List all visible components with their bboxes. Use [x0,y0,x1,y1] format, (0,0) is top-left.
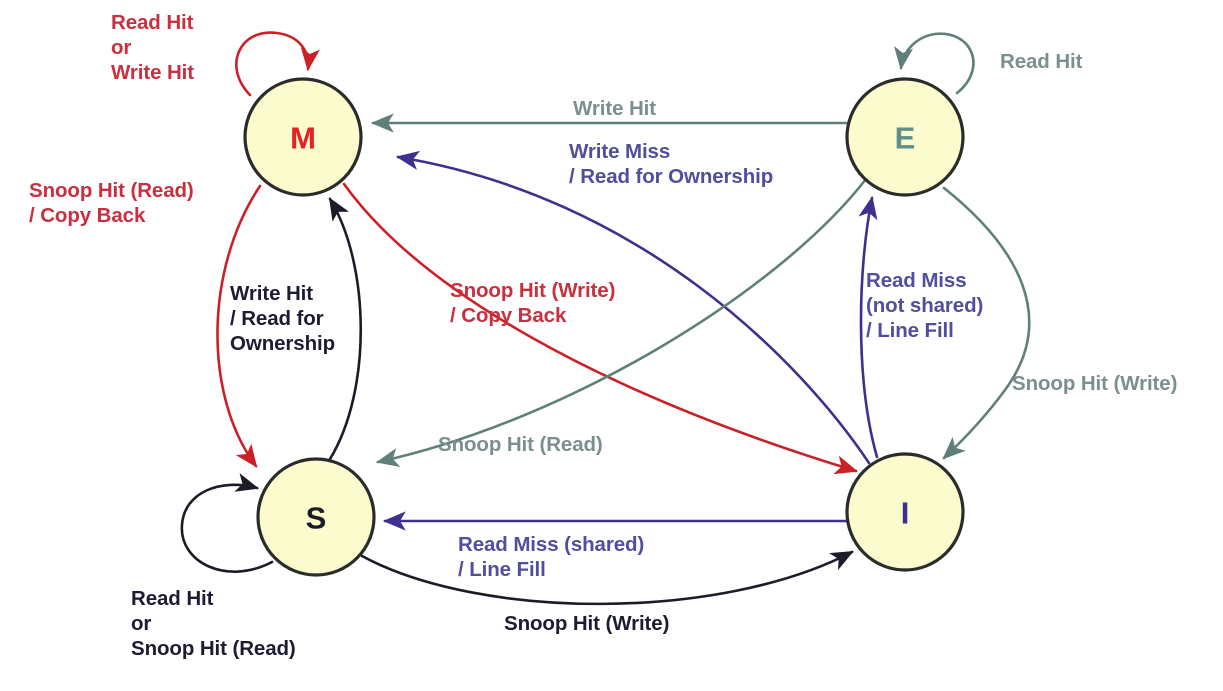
edge-s-to-m [328,197,362,461]
node-m[interactable]: M [243,77,363,197]
label-s-self-loop: Read Hit or Snoop Hit (Read) [131,587,296,660]
node-i-circle[interactable] [845,452,965,572]
label-write-hit-read-for-ownership: Write Hit / Read for Ownership [230,282,336,355]
label-write-hit-e-to-m: Write Hit [573,97,657,120]
label-write-miss-read-for-ownership: Write Miss / Read for Ownership [569,140,774,188]
node-e-circle[interactable] [845,77,965,197]
node-m-label: M [290,121,316,156]
edge-e-to-i [942,186,1031,460]
node-i-label: I [901,496,910,531]
label-snoop-hit-write-s-to-i: Snoop Hit (Write) [504,612,670,635]
edge-i-to-e [858,195,879,459]
edge-m-self-loop [235,31,320,97]
edge-e-self-loop [894,32,975,95]
node-s[interactable]: S [256,457,376,577]
label-snoop-hit-read-copy-back: Snoop Hit (Read) / Copy Back [29,179,194,227]
edge-m-to-s [216,184,262,468]
label-m-self-loop: Read Hit or Write Hit [111,11,195,84]
label-snoop-hit-read-e-to-s: Snoop Hit (Read) [438,433,603,456]
node-i[interactable]: I [845,452,965,572]
label-snoop-hit-write-copy-back: Snoop Hit (Write) / Copy Back [450,279,616,327]
node-e-label: E [895,121,916,156]
edge-s-self-loop [180,473,274,573]
label-read-miss-shared-line-fill: Read Miss (shared) / Line Fill [458,533,645,581]
edge-i-to-m [395,150,871,465]
label-e-self-loop: Read Hit [1000,50,1083,73]
label-read-miss-not-shared-line-fill: Read Miss (not shared) / Line Fill [866,269,984,342]
node-e[interactable]: E [845,77,965,197]
edge-s-to-i [360,550,854,606]
label-snoop-hit-write-e-to-i: Snoop Hit (Write) [1012,372,1178,395]
edge-e-to-s [375,177,868,467]
node-s-label: S [306,501,327,536]
node-m-circle[interactable] [243,77,363,197]
node-s-circle[interactable] [256,457,376,577]
edge-m-to-i [342,182,858,475]
